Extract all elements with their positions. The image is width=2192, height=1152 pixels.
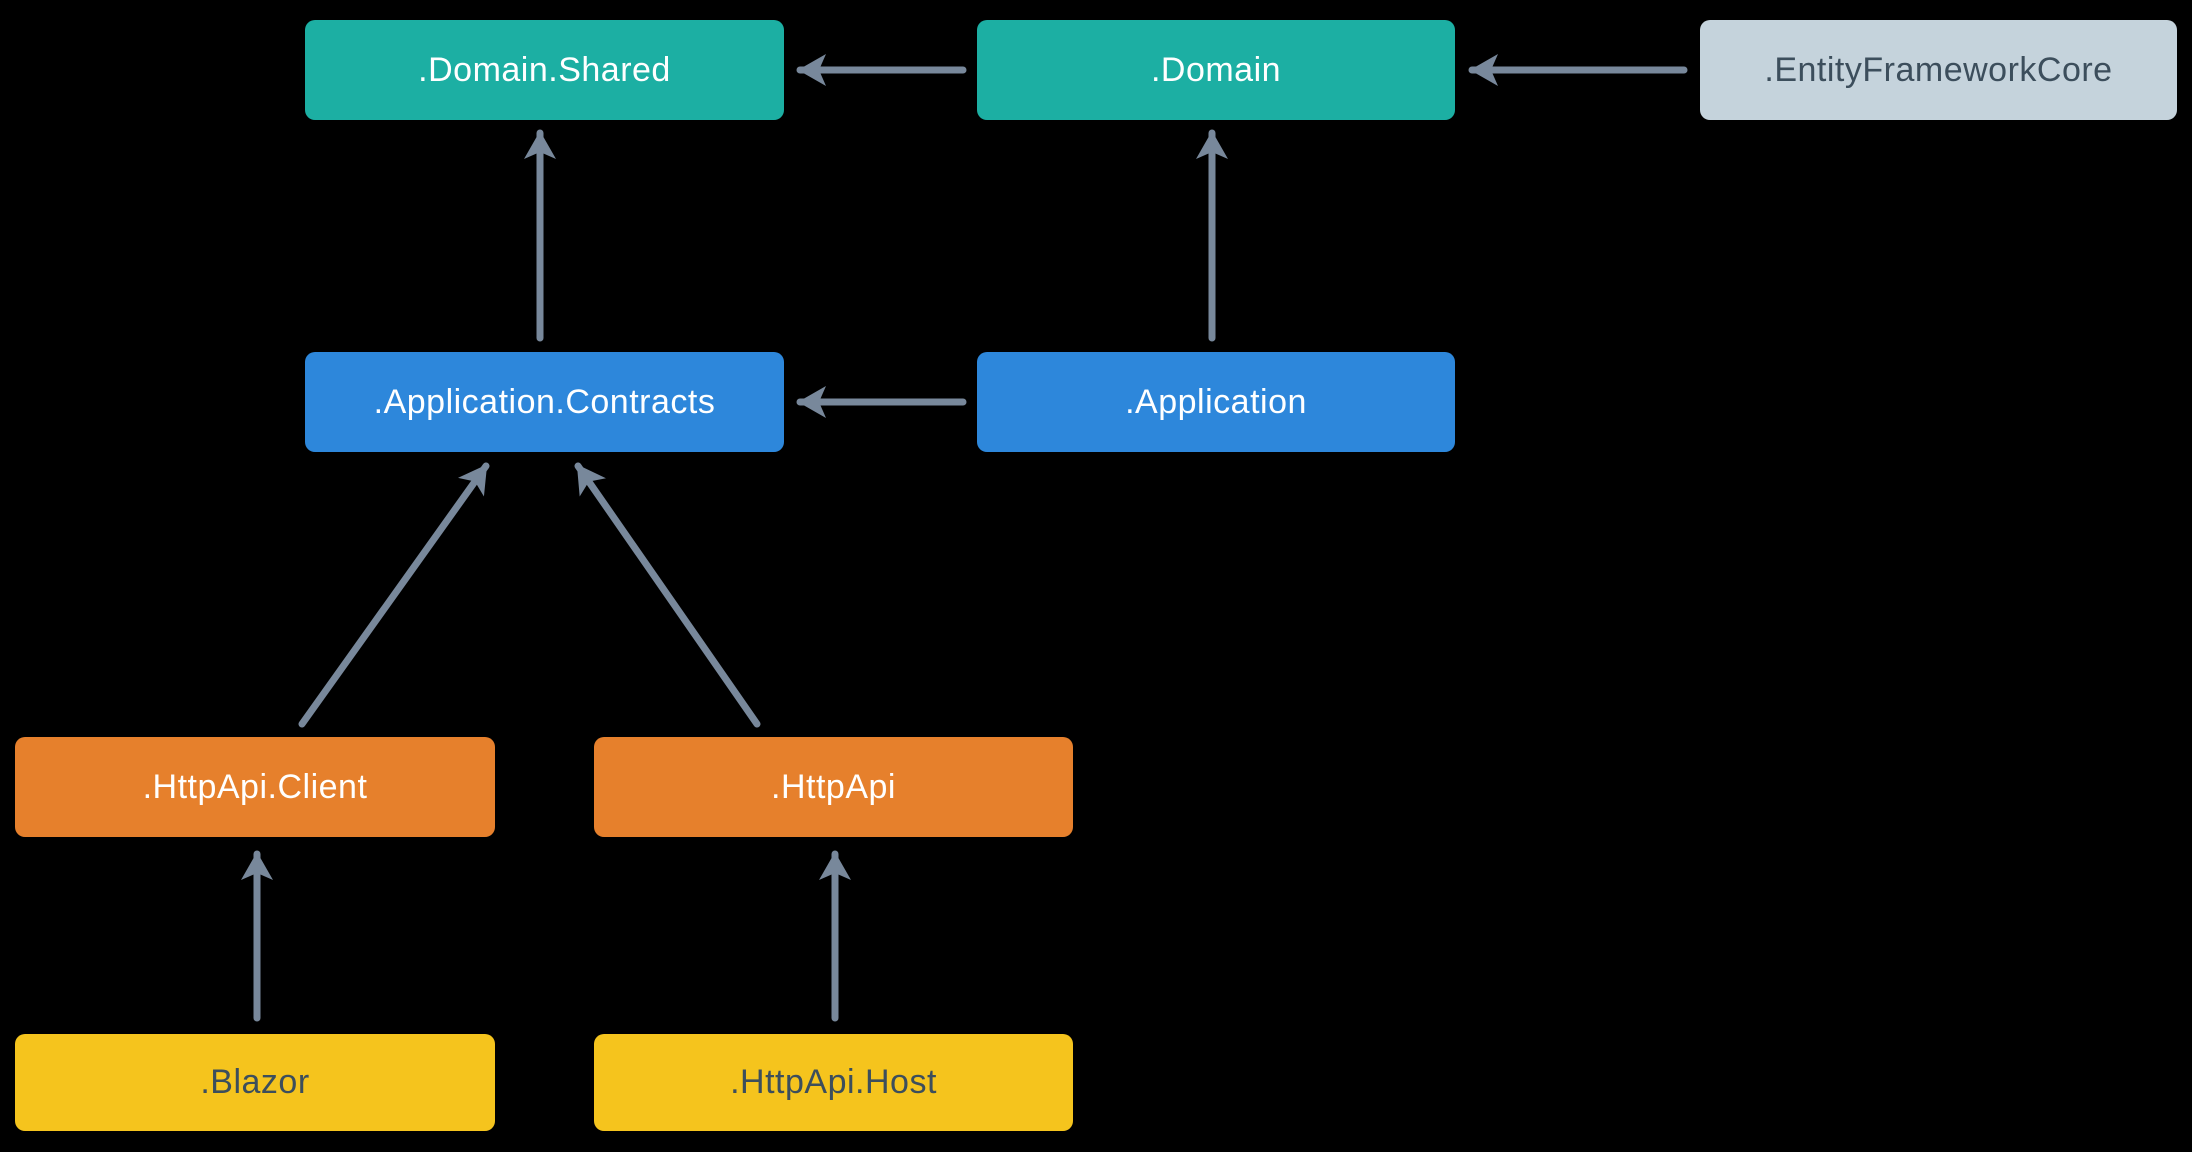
edge-httpapi-client-to-app-contracts — [298, 462, 490, 728]
node-label: .Domain.Shared — [418, 50, 671, 89]
node-entityframeworkcore: .EntityFrameworkCore — [1700, 20, 2177, 120]
node-httpapi: .HttpApi — [594, 737, 1073, 837]
node-label: .Application.Contracts — [373, 382, 716, 421]
node-label: .EntityFrameworkCore — [1764, 50, 2113, 89]
edge-httpapi-to-app-contracts — [574, 462, 761, 728]
node-label: .Application — [1125, 382, 1307, 421]
node-label: .HttpApi.Client — [142, 767, 368, 806]
node-label: .Domain — [1150, 50, 1282, 89]
node-label: .HttpApi — [771, 767, 896, 806]
node-label: .Blazor — [200, 1063, 310, 1101]
node-blazor: .Blazor — [15, 1034, 495, 1131]
node-domain-shared: .Domain.Shared — [305, 20, 784, 120]
node-httpapi-host: .HttpApi.Host — [594, 1034, 1073, 1131]
node-httpapi-client: .HttpApi.Client — [15, 737, 495, 837]
node-domain: .Domain — [977, 20, 1455, 120]
node-label: .HttpApi.Host — [730, 1063, 937, 1101]
node-application-contracts: .Application.Contracts — [305, 352, 784, 452]
node-application: .Application — [977, 352, 1455, 452]
